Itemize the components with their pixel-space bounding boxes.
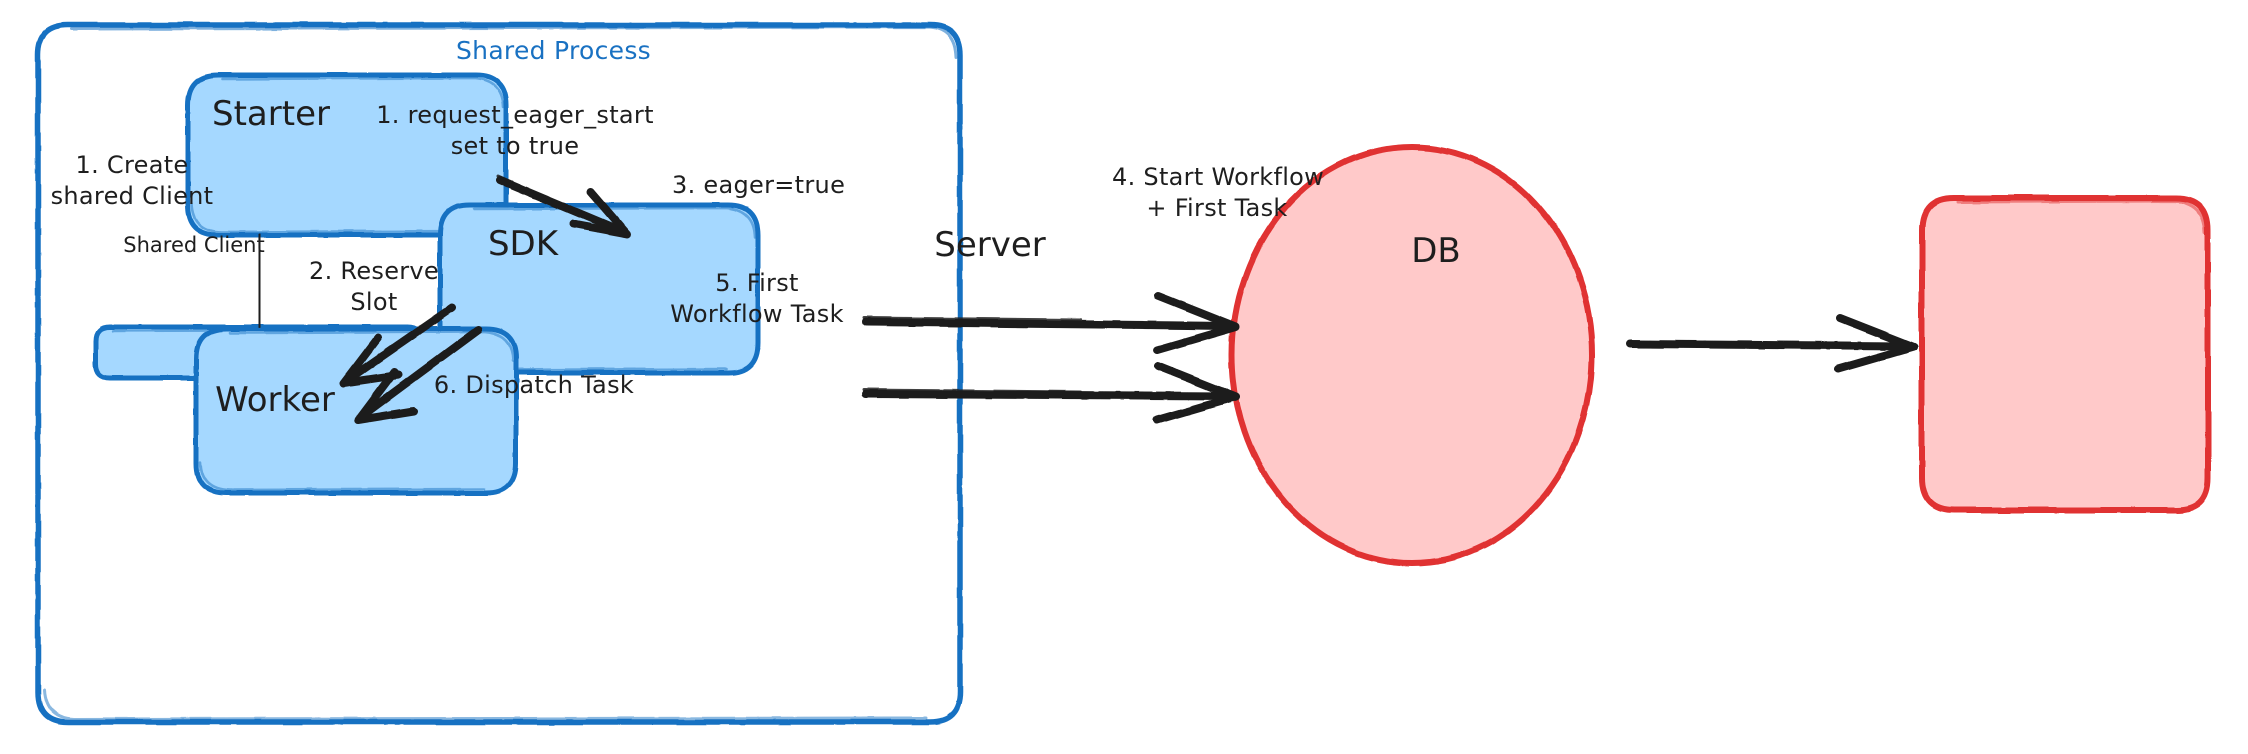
edge-create-shared-client <box>256 233 263 329</box>
node-server[interactable] <box>1229 144 1595 566</box>
edge-start-workflow-first-task <box>1626 314 1918 373</box>
edge-request-eager-start <box>496 174 631 238</box>
edge-label-request-eager-start: 1. request_eager_start set to true <box>376 101 654 161</box>
shared-process-title: Shared Process <box>456 36 651 65</box>
edge-label-eager-true: 3. eager=true <box>672 171 846 199</box>
edge-label-first-workflow-task: 5. First Workflow Task <box>670 269 844 329</box>
shared-process-container <box>35 22 963 725</box>
edge-first-workflow-task <box>862 362 1240 424</box>
node-db[interactable] <box>1919 195 2211 513</box>
edge-dispatch-task <box>354 326 482 424</box>
edge-label-reserve-slot: 2. Reserve Slot <box>309 257 439 317</box>
edge-label-dispatch-task: 6. Dispatch Task <box>433 371 635 399</box>
node-sdk[interactable] <box>437 202 761 376</box>
edge-reserve-slot <box>340 304 456 387</box>
edge-label-create-shared-client: 1. Create shared Client <box>50 151 214 211</box>
node-worker[interactable] <box>193 326 519 496</box>
edge-label-start-workflow-first-task: 4. Start Workflow + First Task <box>1112 163 1325 223</box>
edge-eager-true <box>862 292 1240 354</box>
